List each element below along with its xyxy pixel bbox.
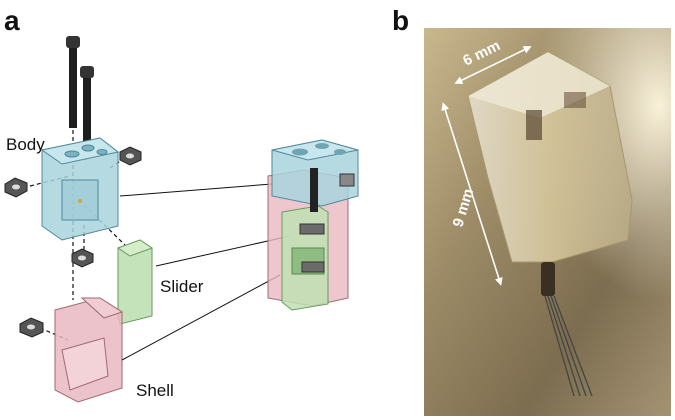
assembled-device bbox=[267, 139, 359, 311]
hex-nut-left bbox=[4, 177, 28, 198]
body-part bbox=[40, 137, 120, 241]
slider-part bbox=[116, 239, 154, 325]
hex-nut-right bbox=[119, 146, 142, 166]
photo bbox=[424, 28, 671, 416]
panel-letter-a: a bbox=[4, 5, 20, 36]
screw-right bbox=[80, 66, 94, 144]
hex-nut-middle bbox=[71, 248, 94, 268]
panel-letter-b: b bbox=[392, 5, 409, 36]
shell-part bbox=[54, 297, 124, 403]
screw-left bbox=[66, 36, 80, 128]
hex-nut-lower-left bbox=[19, 317, 44, 338]
label-shell: Shell bbox=[136, 381, 174, 400]
label-slider: Slider bbox=[160, 277, 204, 296]
label-body: Body bbox=[6, 135, 45, 154]
